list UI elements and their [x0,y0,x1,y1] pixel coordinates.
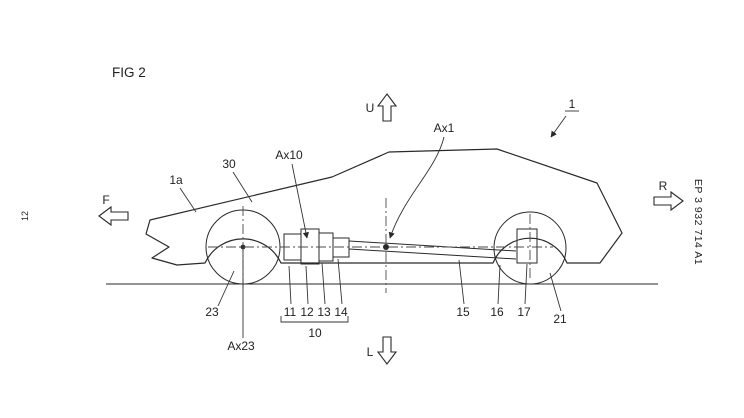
down-direction-arrow-icon [376,336,398,365]
leader-15 [458,259,465,305]
ref-1-arrow [550,115,567,138]
ref-label-17: 17 [517,305,531,319]
ref-label-30: 30 [222,157,236,171]
figure-title: FIG 2 [112,65,146,80]
rear-wheel [493,211,567,285]
ref-label-14: 14 [334,305,348,319]
leader-13 [321,262,326,305]
ref-label-vehicle-1: 1 [569,97,576,111]
unit-10-bracket [280,316,349,323]
ax1-point-dot [383,244,389,250]
ref-label-16: 16 [490,305,504,319]
front-direction-arrow-icon [98,205,129,227]
prop-shaft-top-line [348,240,517,252]
car-body-outline [145,148,623,266]
rear-hub-part-17 [516,228,538,264]
rear-direction-arrow-icon [653,190,684,212]
leader-1a [179,187,197,213]
ref-label-23: 23 [205,305,219,319]
ref-label-21: 21 [553,312,567,326]
leader-30 [232,171,253,203]
drivetrain-part-12 [300,228,320,265]
leader-ax1 [388,136,445,239]
ref-label-ax1: Ax1 [434,121,455,135]
ref-label-11: 11 [284,305,297,319]
patent-number-text: EP 3 932 714 A1 [692,179,704,265]
ref-label-ax10: Ax10 [275,148,303,162]
leader-ax10 [291,163,309,239]
down-direction-label: L [367,345,374,359]
rear-direction-label: R [659,179,668,193]
up-direction-label: U [366,101,375,115]
leader-23 [217,270,235,307]
ref-label-12: 12 [300,305,314,319]
up-direction-arrow-icon [376,93,398,122]
front-direction-label: F [102,193,109,207]
ref-label-1a: 1a [169,173,183,187]
leader-12 [305,265,309,305]
leader-14 [337,258,343,305]
sheet-number-text: 12 [20,211,30,221]
prop-shaft-bottom-line [348,248,517,260]
drivetrain-part-14 [332,237,350,258]
leader-11 [288,265,292,305]
ref-label-13: 13 [317,305,331,319]
leader-17 [524,263,528,305]
leader-21 [549,272,562,312]
ref-label-ax23: Ax23 [227,339,255,353]
leader-16 [497,264,501,305]
ref-label-15: 15 [456,305,470,319]
ref-label-10: 10 [308,326,322,340]
